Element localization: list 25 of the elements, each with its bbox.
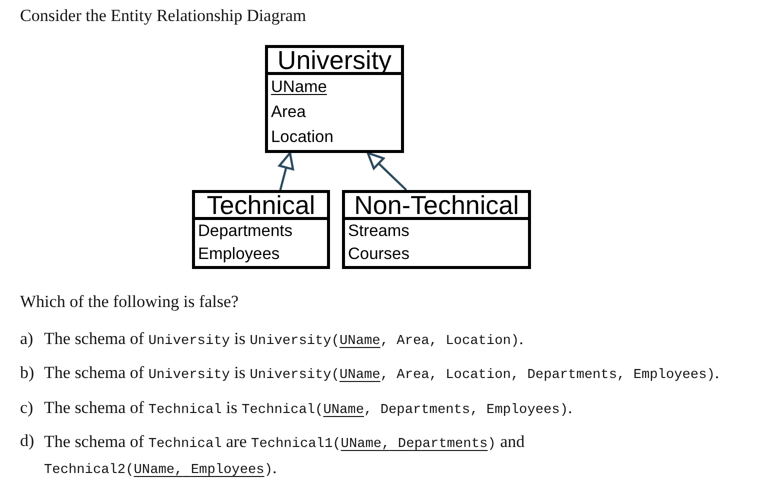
attribute-name: Area [270, 102, 307, 123]
attribute-name: Location [270, 127, 334, 148]
option-text: The schema of Technical is Technical(UName, Departments, Employees). [44, 398, 572, 420]
attribute-name: Departments [197, 221, 294, 242]
inheritance-arrow [278, 152, 294, 190]
entity-box [342, 190, 531, 269]
inheritance-arrow [366, 152, 408, 191]
entity-box [265, 45, 404, 153]
entity-name: Technical [206, 193, 316, 217]
option-marker: a) [20, 329, 34, 349]
intro-text: Consider the Entity Relationship Diagram [20, 6, 306, 26]
option-marker: d) [20, 431, 34, 451]
option-text: The schema of University is University(UName, Area, Location). [44, 329, 524, 351]
entity-name: Non-Technical [354, 193, 519, 217]
entity-box [192, 190, 330, 269]
attribute-name: Streams [347, 221, 410, 242]
attribute-name: Employees [197, 244, 281, 265]
attribute-name: Courses [347, 244, 410, 265]
entity-name: University [277, 48, 392, 72]
option-text: The schema of University is University(UName, Area, Location, Departments, Employees). [44, 363, 720, 385]
option-text: The schema of Technical are Technical1(UName, Departments) and Technical2(UName, Employees). [44, 431, 526, 480]
attribute-name: UName [270, 77, 328, 98]
question-text: Which of the following is false? [20, 292, 239, 312]
option-marker: b) [20, 363, 34, 383]
option-marker: c) [20, 398, 34, 418]
